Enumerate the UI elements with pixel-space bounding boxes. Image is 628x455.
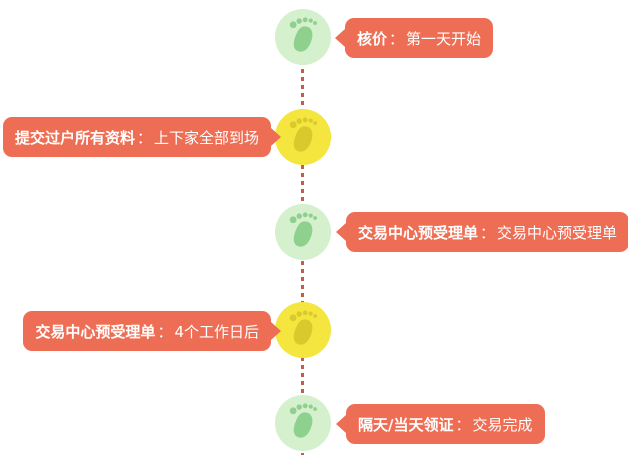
- step-label-strong: 交易中心预受理单: [35, 322, 156, 341]
- step-label-bubble: 核价：第一天开始: [345, 18, 494, 58]
- step-label-normal: 交易中心预受理单: [497, 223, 618, 242]
- footprint-icon: [275, 109, 331, 165]
- step-label-normal: 4个工作日后: [174, 322, 259, 341]
- step-label-strong: 核价: [357, 29, 388, 48]
- footprint-icon: [275, 9, 331, 65]
- footprint-icon: [275, 302, 331, 358]
- step-label-separator: ：: [389, 29, 405, 48]
- step-label-normal: 第一天开始: [406, 29, 482, 48]
- step-label-bubble: 交易中心预受理单：4个工作日后: [23, 311, 271, 351]
- footprint-icon: [275, 395, 331, 451]
- step-label-bubble: 提交过户所有资料：上下家全部到场: [2, 117, 271, 157]
- step-label-bubble: 交易中心预受理单：交易中心预受理单: [346, 212, 628, 252]
- step-label-normal: 上下家全部到场: [153, 128, 259, 147]
- step-label-separator: ：: [136, 128, 152, 147]
- step-label-strong: 隔天/当天领证: [358, 415, 454, 434]
- step-label-separator: ：: [157, 322, 173, 341]
- step-label-bubble: 隔天/当天领证：交易完成: [346, 404, 545, 444]
- step-label-separator: ：: [455, 415, 471, 434]
- step-label-normal: 交易完成: [472, 415, 533, 434]
- step-label-strong: 提交过户所有资料: [14, 128, 135, 147]
- footprint-icon: [275, 204, 331, 260]
- step-label-separator: ：: [480, 223, 496, 242]
- step-label-strong: 交易中心预受理单: [358, 223, 479, 242]
